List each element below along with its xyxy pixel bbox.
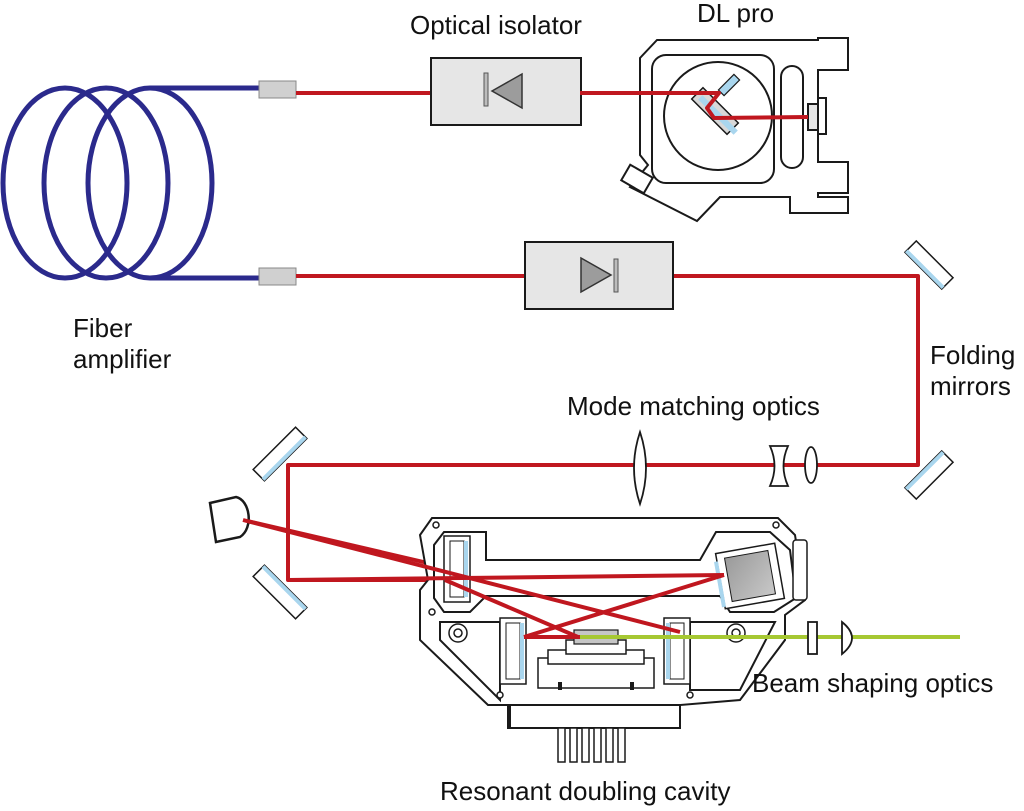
beam-shaping-lens [841,620,853,656]
doubling-cavity-screw-right [726,623,746,643]
dl-pro-mirror [717,73,741,97]
dl-pro-internal-beam [580,91,809,120]
folding-mirror-left-bottom [252,564,308,620]
fiber-amplifier-label-line1: Fiber [73,313,133,343]
optical-isolator-top [430,57,582,126]
fiber-amplifier-coil [0,85,262,281]
folding-mirrors-label-line2: mirrors [930,371,1011,402]
fiber-amplifier-label-line2: amplifier [73,344,172,375]
optical-isolator-label: Optical isolator [410,10,582,40]
cavity-internal-beams [242,518,725,639]
fiber-amplifier-label: Fiber amplifier [73,313,171,375]
folding-mirror-left-top [252,426,308,482]
cavity-piezo-mirror [714,539,808,610]
dl-pro-label: DL pro [697,0,775,28]
fiber-connector-top [258,80,297,99]
doubling-cavity-corner-holes [428,521,780,699]
mode-matching-optics-label: Mode matching optics [567,391,820,421]
mode-matching-small-lens [804,446,818,484]
folding-mirrors-label-line1: Folding [930,340,1016,370]
doubling-cavity-screw-left [448,623,468,643]
beam-shaping-optics-label: Beam shaping optics [752,668,994,698]
nonlinear-crystal-mount [537,639,655,690]
mode-matching-concave-lens [768,445,790,487]
mode-matching-convex-lens [633,429,647,507]
optical-isolator-bottom [524,241,674,310]
beam-dump [208,495,250,544]
folding-mirror-upper [903,239,955,291]
folding-mirror-lower [903,449,955,501]
doubling-cavity-pins [557,727,626,763]
cavity-mirror-input [443,535,471,603]
resonant-doubling-cavity-label: Resonant doubling cavity [440,776,731,806]
folding-mirrors-label: Folding mirrors [930,340,1015,402]
cavity-mirror-bottom-left [499,617,527,685]
beam-shaping-plate [807,621,818,655]
fiber-connector-bottom [258,267,297,286]
